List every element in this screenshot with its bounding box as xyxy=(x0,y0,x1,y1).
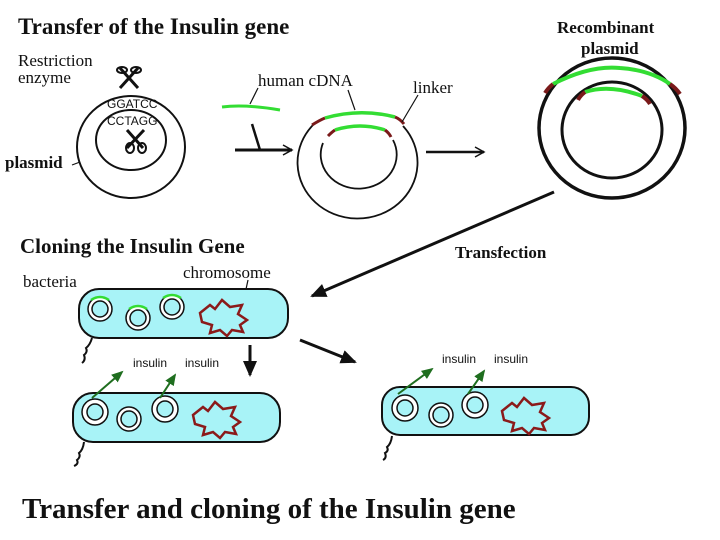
insulin-label-2: insulin xyxy=(185,356,219,370)
opened-plasmid xyxy=(296,111,419,220)
insulin-label-3: insulin xyxy=(442,352,476,366)
cdna-pointer-2 xyxy=(347,89,356,111)
insulin-arrow-4 xyxy=(467,369,486,395)
scissors-icon xyxy=(116,66,142,90)
recombinant-label-line2: plasmid xyxy=(581,39,639,58)
insulin-arrow-3 xyxy=(397,367,434,395)
chromosome-2 xyxy=(191,400,243,440)
restriction-enzyme-label-line2: enzyme xyxy=(18,68,71,87)
plasmid-label: plasmid xyxy=(5,153,63,172)
insulin-label-1: insulin xyxy=(133,356,167,370)
chromosome-3 xyxy=(500,396,552,436)
cloning-title: Cloning the Insulin Gene xyxy=(20,234,245,258)
footer-title: Transfer and cloning of the Insulin gene xyxy=(22,493,516,525)
plasmid-circle xyxy=(76,95,186,199)
transfection-label: Transfection xyxy=(455,243,547,262)
scissors-cut-icon xyxy=(125,128,147,154)
insulin-arrow-2 xyxy=(159,373,177,399)
linker-pointer xyxy=(401,94,419,123)
linker-label: linker xyxy=(413,78,453,97)
bacterium-1 xyxy=(78,288,289,364)
recombinant-plasmid xyxy=(537,56,687,200)
insertion-arrow-branch xyxy=(250,123,262,151)
human-cdna-label: human cDNA xyxy=(258,71,354,90)
cdna-fragment xyxy=(221,104,281,112)
insulin-arrow-1 xyxy=(91,370,124,399)
replication-side-arrow xyxy=(299,338,357,364)
bacteria-label: bacteria xyxy=(23,272,77,291)
transfer-title: Transfer of the Insulin gene xyxy=(18,14,289,39)
transfection-arrow xyxy=(310,190,555,298)
restriction-enzyme-label-line1: Restriction xyxy=(18,51,93,70)
recombinant-label-line1: Recombinant xyxy=(557,18,655,37)
cdna-pointer xyxy=(249,87,259,105)
insulin-label-4: insulin xyxy=(494,352,528,366)
chromosome-label: chromosome xyxy=(183,263,271,282)
plasmid-pointer xyxy=(71,161,81,166)
sequence-top: GGATCC xyxy=(107,97,158,111)
sequence-bottom: CCTAGG xyxy=(107,114,157,128)
bacterium-2 xyxy=(72,392,281,467)
bacterium-3 xyxy=(381,386,590,461)
chromosome-1 xyxy=(198,298,250,338)
